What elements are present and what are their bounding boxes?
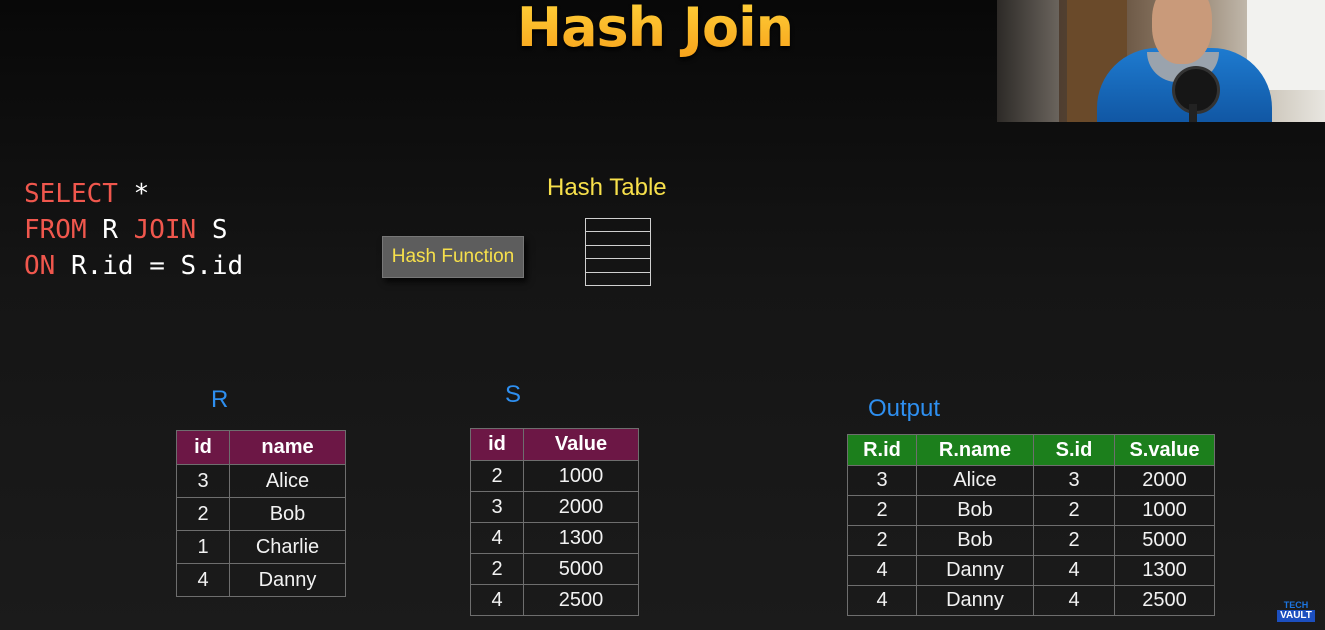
table-cell: 2 bbox=[1033, 495, 1115, 526]
table-cell: 5000 bbox=[1114, 525, 1215, 556]
sql-text: S bbox=[196, 215, 228, 245]
table-header-row: R.id R.name S.id S.value bbox=[847, 434, 1215, 466]
table-cell: Bob bbox=[916, 525, 1034, 556]
column-header: R.id bbox=[847, 434, 917, 466]
slide-title: Hash Join bbox=[0, 0, 1310, 59]
table-cell: 4 bbox=[847, 585, 917, 616]
table-cell: 4 bbox=[1033, 555, 1115, 586]
sql-keyword: FROM bbox=[24, 215, 87, 245]
presenter-webcam bbox=[997, 0, 1325, 122]
table-cell: 2 bbox=[1033, 525, 1115, 556]
hash-table-bucket bbox=[586, 219, 650, 233]
sql-text: R bbox=[86, 215, 134, 245]
table-cell: 4 bbox=[470, 584, 524, 616]
column-header: R.name bbox=[916, 434, 1034, 466]
table-cell: 2 bbox=[470, 460, 524, 492]
webcam-background bbox=[997, 0, 1059, 122]
hash-table-bucket bbox=[586, 232, 650, 246]
table-cell: 4 bbox=[176, 563, 230, 597]
microphone-stand bbox=[1189, 104, 1197, 122]
table-cell: 3 bbox=[470, 491, 524, 523]
hash-table-bucket bbox=[586, 259, 650, 273]
table-cell: 2500 bbox=[523, 584, 639, 616]
table-cell: Danny bbox=[916, 585, 1034, 616]
sql-keyword: SELECT bbox=[24, 179, 118, 209]
hash-table-bucket bbox=[586, 273, 650, 286]
sql-keyword: ON bbox=[24, 251, 56, 281]
column-header: id bbox=[470, 428, 524, 461]
table-cell: 2 bbox=[470, 553, 524, 585]
hash-table-label: Hash Table bbox=[547, 174, 667, 201]
table-header-row: id name bbox=[176, 430, 346, 465]
table-cell: 3 bbox=[176, 464, 230, 498]
table-cell: 2 bbox=[847, 525, 917, 556]
table-cell: 4 bbox=[470, 522, 524, 554]
table-cell: 5000 bbox=[523, 553, 639, 585]
column-header: S.value bbox=[1114, 434, 1215, 466]
sql-line: ON R.id = S.id bbox=[24, 248, 243, 284]
table-cell: Bob bbox=[229, 497, 346, 531]
table-cell: 1000 bbox=[523, 460, 639, 492]
table-cell: 2 bbox=[847, 495, 917, 526]
table-cell: 4 bbox=[1033, 585, 1115, 616]
table-cell: 1300 bbox=[1114, 555, 1215, 586]
sql-line: FROM R JOIN S bbox=[24, 212, 243, 248]
table-cell: 3 bbox=[1033, 465, 1115, 496]
presenter-head bbox=[1152, 0, 1212, 64]
logo-line-2: VAULT bbox=[1277, 610, 1315, 622]
table-header-row: id Value bbox=[470, 428, 639, 461]
tech-vault-logo: TECH VAULT bbox=[1277, 600, 1315, 622]
logo-line-1: TECH bbox=[1283, 600, 1309, 610]
column-header: name bbox=[229, 430, 346, 465]
hash-function-box: Hash Function bbox=[382, 236, 524, 278]
table-cell: 3 bbox=[847, 465, 917, 496]
table-cell: 2000 bbox=[1114, 465, 1215, 496]
table-cell: Danny bbox=[229, 563, 346, 597]
table-cell: Alice bbox=[916, 465, 1034, 496]
table-r-label: R bbox=[211, 386, 229, 413]
output-label: Output bbox=[868, 395, 941, 422]
table-cell: 2000 bbox=[523, 491, 639, 523]
table-cell: Alice bbox=[229, 464, 346, 498]
table-cell: 1000 bbox=[1114, 495, 1215, 526]
hash-table-grid bbox=[585, 218, 651, 286]
column-header: Value bbox=[523, 428, 639, 461]
sql-text: * bbox=[117, 179, 150, 209]
table-cell: 2500 bbox=[1114, 585, 1215, 616]
column-header: S.id bbox=[1033, 434, 1115, 466]
column-header: id bbox=[176, 430, 230, 465]
hash-table-bucket bbox=[586, 246, 650, 260]
sql-query: SELECT * FROM R JOIN S ON R.id = S.id bbox=[24, 176, 243, 284]
table-cell: 2 bbox=[176, 497, 230, 531]
table-cell: Charlie bbox=[229, 530, 346, 564]
table-cell: 1 bbox=[176, 530, 230, 564]
table-s-label: S bbox=[505, 381, 522, 408]
sql-text: R.id = S.id bbox=[55, 251, 244, 281]
table-cell: 4 bbox=[847, 555, 917, 586]
table-cell: Bob bbox=[916, 495, 1034, 526]
sql-keyword: JOIN bbox=[133, 215, 197, 245]
table-cell: Danny bbox=[916, 555, 1034, 586]
table-cell: 1300 bbox=[523, 522, 639, 554]
sql-line: SELECT * bbox=[24, 176, 243, 212]
